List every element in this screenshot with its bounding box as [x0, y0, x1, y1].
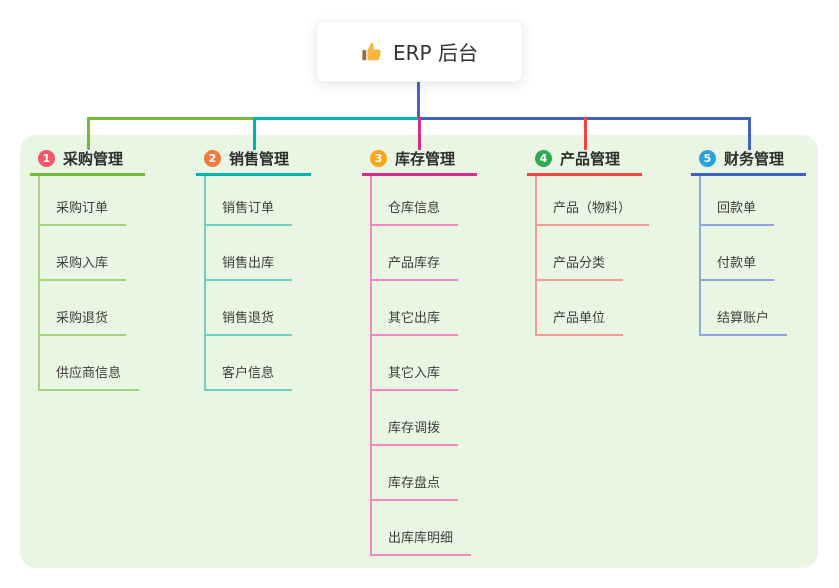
branch-title-1[interactable]: 1 采购管理	[30, 146, 145, 176]
child-item[interactable]: 产品单位	[537, 281, 624, 336]
branch-children: 销售订单销售出库销售退货客户信息	[204, 176, 336, 391]
branch-4: 4 产品管理产品（物料）产品分类产品单位	[527, 146, 667, 336]
branch-number-badge: 3	[370, 150, 387, 167]
child-item[interactable]: 产品（物料）	[537, 176, 650, 226]
child-item[interactable]: 销售出库	[206, 226, 293, 281]
child-item[interactable]: 产品分类	[537, 226, 624, 281]
branch-children: 仓库信息产品库存其它出库其它入库库存调拨库存盘点出库库明细	[370, 176, 502, 556]
bus-segment-1	[87, 117, 253, 120]
branch-number-badge: 1	[38, 150, 55, 167]
branch-drop-line-4	[584, 117, 587, 150]
branch-title-label: 产品管理	[560, 150, 621, 168]
branch-title-3[interactable]: 3 库存管理	[362, 146, 477, 176]
branches-background-panel	[20, 135, 818, 568]
child-item[interactable]: 客户信息	[206, 336, 293, 391]
child-item[interactable]: 供应商信息	[40, 336, 140, 391]
branch-drop-line-5	[748, 117, 751, 150]
branch-title-label: 采购管理	[63, 150, 124, 168]
branch-title-2[interactable]: 2 销售管理	[196, 146, 311, 176]
child-item[interactable]: 库存盘点	[372, 446, 459, 501]
child-item[interactable]: 产品库存	[372, 226, 459, 281]
root-node[interactable]: ERP 后台	[316, 21, 523, 82]
thumbs-up-icon	[361, 41, 383, 63]
bus-segment-2	[253, 117, 418, 120]
branch-number-badge: 4	[535, 150, 552, 167]
child-item[interactable]: 付款单	[701, 226, 775, 281]
branch-1: 1 采购管理采购订单采购入库采购退货供应商信息	[30, 146, 170, 391]
child-item[interactable]: 采购入库	[40, 226, 127, 281]
branch-title-label: 财务管理	[724, 150, 785, 168]
branch-drop-line-3	[418, 117, 421, 150]
branch-number-badge: 5	[699, 150, 716, 167]
branch-3: 3 库存管理仓库信息产品库存其它出库其它入库库存调拨库存盘点出库库明细	[362, 146, 502, 556]
child-item[interactable]: 出库库明细	[372, 501, 472, 556]
root-connector-line	[417, 82, 420, 120]
child-item[interactable]: 其它出库	[372, 281, 459, 336]
child-item[interactable]: 仓库信息	[372, 176, 459, 226]
branch-drop-line-1	[87, 117, 90, 150]
branch-children: 产品（物料）产品分类产品单位	[535, 176, 667, 336]
branch-children: 采购订单采购入库采购退货供应商信息	[38, 176, 170, 391]
child-item[interactable]: 其它入库	[372, 336, 459, 391]
branch-number-badge: 2	[204, 150, 221, 167]
branch-title-label: 销售管理	[229, 150, 290, 168]
child-item[interactable]: 回款单	[701, 176, 775, 226]
child-item[interactable]: 采购订单	[40, 176, 127, 226]
branch-2: 2 销售管理销售订单销售出库销售退货客户信息	[196, 146, 336, 391]
branch-title-label: 库存管理	[395, 150, 456, 168]
branch-5: 5 财务管理回款单付款单结算账户	[691, 146, 831, 336]
branch-title-4[interactable]: 4 产品管理	[527, 146, 642, 176]
branch-drop-line-2	[253, 117, 256, 150]
child-item[interactable]: 库存调拨	[372, 391, 459, 446]
child-item[interactable]: 结算账户	[701, 281, 788, 336]
root-node-label: ERP 后台	[393, 41, 478, 65]
branch-children: 回款单付款单结算账户	[699, 176, 831, 336]
child-item[interactable]: 销售退货	[206, 281, 293, 336]
branch-title-5[interactable]: 5 财务管理	[691, 146, 806, 176]
child-item[interactable]: 采购退货	[40, 281, 127, 336]
child-item[interactable]: 销售订单	[206, 176, 293, 226]
